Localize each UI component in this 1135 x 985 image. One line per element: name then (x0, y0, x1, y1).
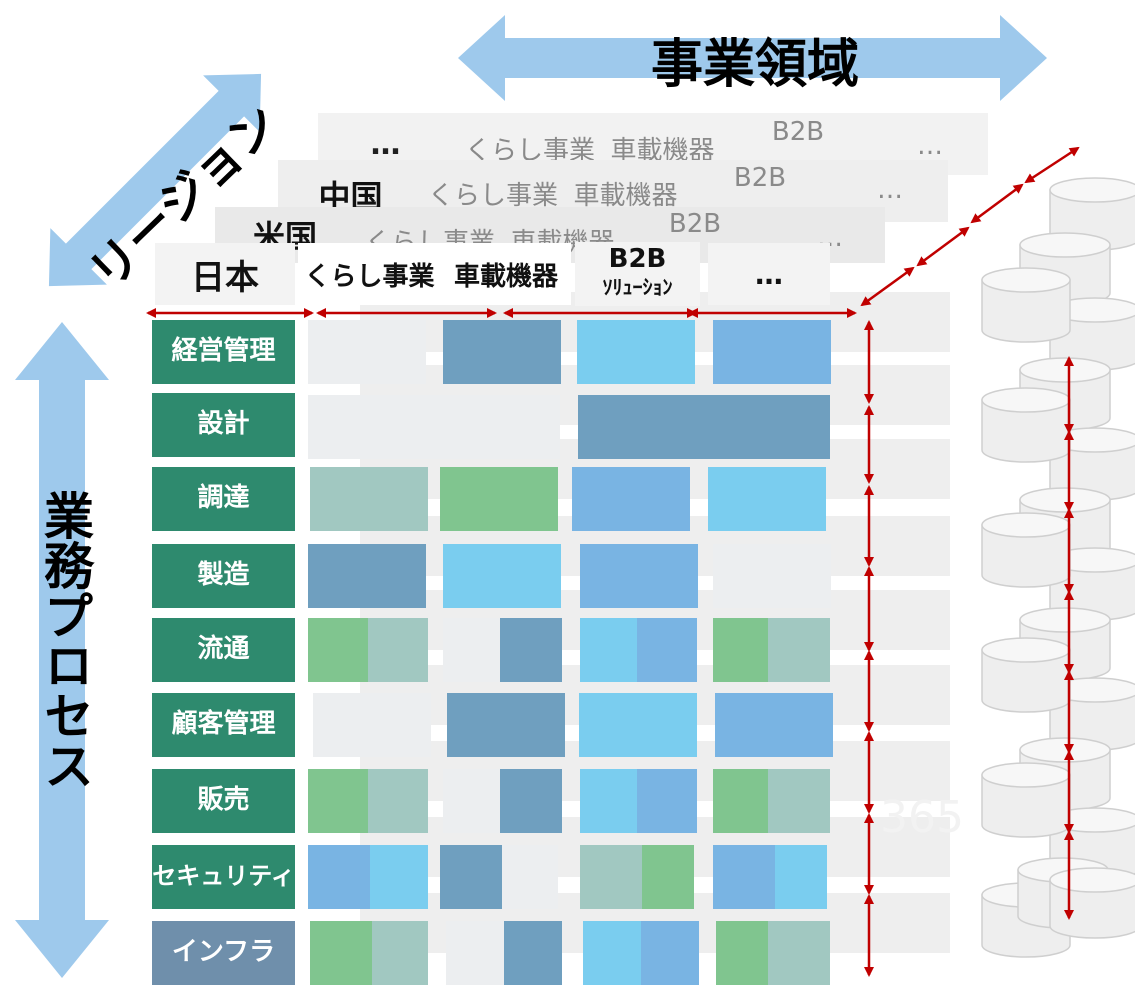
matrix-cell (578, 395, 830, 459)
matrix-cell (308, 618, 368, 682)
matrix-cell (713, 769, 768, 833)
matrix-cell (583, 921, 641, 985)
front-col3-sub: ｿﾘｭｰｼｮﾝ (602, 275, 673, 299)
layer3-col4: … (917, 131, 943, 161)
front-col4-header: … (708, 243, 830, 305)
database-cylinder-top (981, 637, 1071, 663)
front-col3-header: B2B ｿﾘｭｰｼｮﾝ (575, 242, 700, 306)
front-col2-header: 車載機器 (441, 243, 571, 305)
database-cylinder-top (981, 387, 1071, 413)
database-cylinder-top (1019, 357, 1111, 383)
matrix-cell (715, 693, 833, 757)
matrix-cell (443, 618, 503, 682)
process-label: 経営管理 (152, 320, 295, 384)
layer-depth-arrow (970, 183, 1024, 224)
layer3-region-label: … (370, 126, 401, 162)
matrix-cell (443, 544, 561, 608)
database-cylinder-top (1019, 487, 1111, 513)
matrix-cell (313, 693, 431, 757)
matrix-cell (308, 845, 370, 909)
matrix-cell (370, 845, 428, 909)
matrix-cell (368, 769, 428, 833)
matrix-cell (708, 467, 826, 531)
matrix-cell (440, 845, 502, 909)
process-label: 流通 (152, 618, 295, 682)
database-cylinder-top (1019, 607, 1111, 633)
process-label: インフラ (152, 921, 295, 985)
matrix-cell (768, 921, 830, 985)
database-cylinder-top (1049, 867, 1135, 893)
database-cylinder-top (981, 512, 1071, 538)
layer-depth-arrow (1024, 146, 1080, 184)
matrix-cell (577, 320, 695, 384)
matrix-cell (637, 618, 697, 682)
matrix-cell (443, 769, 503, 833)
front-col1-header: くらし事業 (298, 243, 441, 305)
matrix-cell (641, 921, 699, 985)
matrix-cell (713, 618, 768, 682)
layer2-col2: 車載機器 (573, 180, 678, 211)
process-label: 販売 (152, 769, 295, 833)
matrix-cell (502, 845, 558, 909)
matrix-cell (713, 320, 831, 384)
database-cylinder-top (981, 267, 1071, 293)
matrix-cell (504, 921, 562, 985)
business-process-arrow (15, 322, 109, 978)
matrix-cell (713, 544, 831, 608)
front-col3-main: B2B (608, 244, 667, 274)
matrix-cell (310, 467, 428, 531)
matrix-cell (579, 693, 697, 757)
matrix-cell (580, 544, 698, 608)
matrix-cell (580, 769, 638, 833)
matrix-cell (500, 618, 562, 682)
database-cylinder-body (981, 279, 1071, 343)
matrix-cell (310, 921, 372, 985)
matrix-cell (308, 544, 426, 608)
process-label: 設計 (152, 393, 295, 457)
matrix-cell (308, 395, 560, 459)
layer1-col3: B2B (668, 209, 722, 239)
ghost-365-text: 365 (880, 792, 964, 843)
layer2-col4: … (877, 175, 903, 205)
database-cylinder-top (1049, 177, 1135, 203)
database-cylinder-top (981, 762, 1071, 788)
matrix-cell (443, 320, 561, 384)
matrix-cell (716, 921, 768, 985)
database-cylinder-top (1019, 232, 1111, 258)
layer2-col3: B2B (733, 163, 787, 193)
process-label: 顧客管理 (152, 693, 295, 757)
layer3-col3: B2B (771, 117, 825, 147)
front-region-label: 日本 (155, 243, 295, 305)
business-domain-arrow (458, 15, 1047, 101)
matrix-cell (500, 769, 562, 833)
layer2-col1: くらし事業 (427, 180, 558, 211)
matrix-cell (372, 921, 428, 985)
matrix-cell (775, 845, 827, 909)
matrix-cell (440, 467, 558, 531)
database-cylinder-top (1019, 737, 1111, 763)
matrix-cell (447, 693, 565, 757)
matrix-cell (308, 769, 368, 833)
matrix-cell (768, 618, 830, 682)
matrix-cell (308, 320, 426, 384)
matrix-cell (580, 618, 638, 682)
process-label: 製造 (152, 544, 295, 608)
matrix-cell (713, 845, 775, 909)
layer-depth-arrow (860, 266, 915, 307)
matrix-cell (637, 769, 697, 833)
business-domain-title: 事業領域 (650, 35, 859, 95)
matrix-cell (642, 845, 694, 909)
region-arrow (48, 73, 262, 287)
matrix-cell (446, 921, 504, 985)
matrix-cell (580, 845, 642, 909)
business-process-title: 業務プロセス (36, 490, 94, 790)
matrix-cell (572, 467, 690, 531)
layer-depth-arrow (916, 226, 970, 267)
matrix-cell (368, 618, 428, 682)
process-label: 調達 (152, 467, 295, 531)
process-label: セキュリティ (152, 845, 295, 909)
matrix-cell (768, 769, 830, 833)
